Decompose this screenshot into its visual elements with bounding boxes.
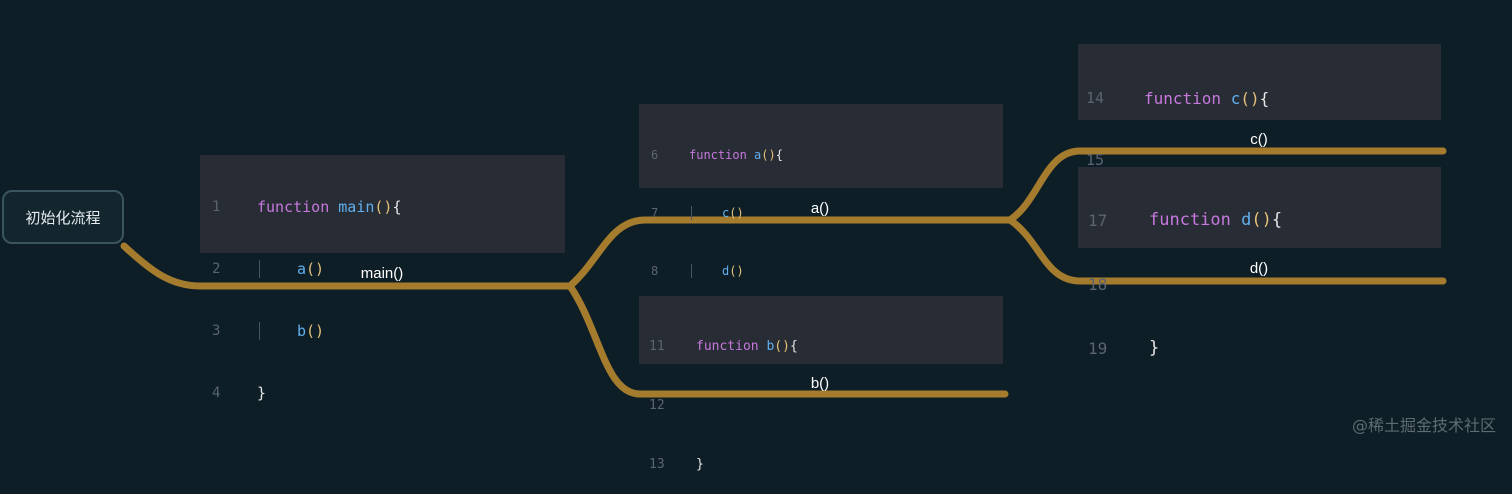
line-number: 3 — [212, 323, 221, 339]
edge-label-a: a() — [810, 200, 830, 217]
line-number: 4 — [212, 385, 221, 401]
code-text: b() — [259, 322, 324, 340]
line-number: 1 — [212, 199, 221, 215]
code-text: function d(){ — [1149, 210, 1283, 230]
code-line: 18 — [1078, 271, 1441, 297]
edge-label-main: main() — [360, 265, 404, 282]
code-block-c: 14 function c(){ 15 16 } — [1078, 44, 1441, 232]
line-number: 8 — [651, 264, 659, 278]
edge-label-c: c() — [1250, 131, 1268, 148]
code-block-a: 6 function a(){ 7 c() 8 d() 9 } — [639, 104, 1003, 336]
code-text: } — [1149, 338, 1160, 358]
line-number: 11 — [649, 339, 665, 354]
branch-a — [566, 216, 1014, 290]
code-text: d() — [691, 264, 744, 278]
branch-b — [566, 282, 1009, 398]
code-line: 2 a() — [200, 257, 565, 281]
code-line: 4 } — [200, 381, 565, 405]
edge-label-b: b() — [810, 375, 830, 392]
code-text: function c(){ — [1144, 88, 1270, 108]
code-line: 17 function d(){ — [1078, 207, 1441, 233]
code-line: 6 function a(){ — [639, 145, 1003, 165]
branch-main — [120, 242, 574, 290]
line-number: 15 — [1086, 151, 1105, 169]
code-line: 19 } — [1078, 335, 1441, 361]
line-number: 19 — [1088, 338, 1108, 358]
root-label: 初始化流程 — [25, 208, 101, 227]
code-block-main: 1 function main(){ 2 a() 3 b() 4 } — [200, 155, 565, 402]
code-line: 14 function c(){ — [1078, 86, 1441, 110]
edge-label-d: d() — [1249, 260, 1269, 277]
code-line: 1 function main(){ — [200, 195, 565, 219]
root-node[interactable]: 初始化流程 — [2, 190, 124, 244]
line-number: 6 — [651, 148, 659, 162]
code-line: 3 b() — [200, 319, 565, 343]
branch-c — [1006, 147, 1447, 224]
line-number: 17 — [1088, 210, 1108, 230]
line-number: 7 — [651, 206, 659, 220]
code-line: 15 — [1078, 148, 1441, 172]
code-text: function a(){ — [689, 148, 783, 162]
code-line: 12 — [639, 395, 1003, 416]
watermark: @稀土掘金技术社区 — [1351, 416, 1496, 435]
mindmap-branches — [120, 147, 1447, 398]
line-number: 14 — [1086, 89, 1105, 107]
code-text: } — [696, 457, 704, 472]
code-line: 13 } — [639, 454, 1003, 475]
code-line: 11 function b(){ — [639, 336, 1003, 357]
line-number: 13 — [649, 457, 665, 472]
code-text: c() — [691, 206, 744, 220]
branch-d — [1006, 216, 1447, 285]
line-number: 12 — [649, 398, 665, 413]
line-number: 18 — [1088, 274, 1108, 294]
code-text: a() — [259, 260, 324, 278]
code-block-b: 11 function b(){ 12 13 } — [639, 296, 1003, 472]
code-text: } — [257, 384, 267, 402]
code-line: 7 c() — [639, 203, 1003, 223]
code-text: function b(){ — [696, 339, 798, 354]
code-line: 8 d() — [639, 261, 1003, 281]
code-block-d: 17 function d(){ 18 19 } — [1078, 167, 1441, 358]
code-text: function main(){ — [257, 198, 402, 216]
line-number: 2 — [212, 261, 221, 277]
